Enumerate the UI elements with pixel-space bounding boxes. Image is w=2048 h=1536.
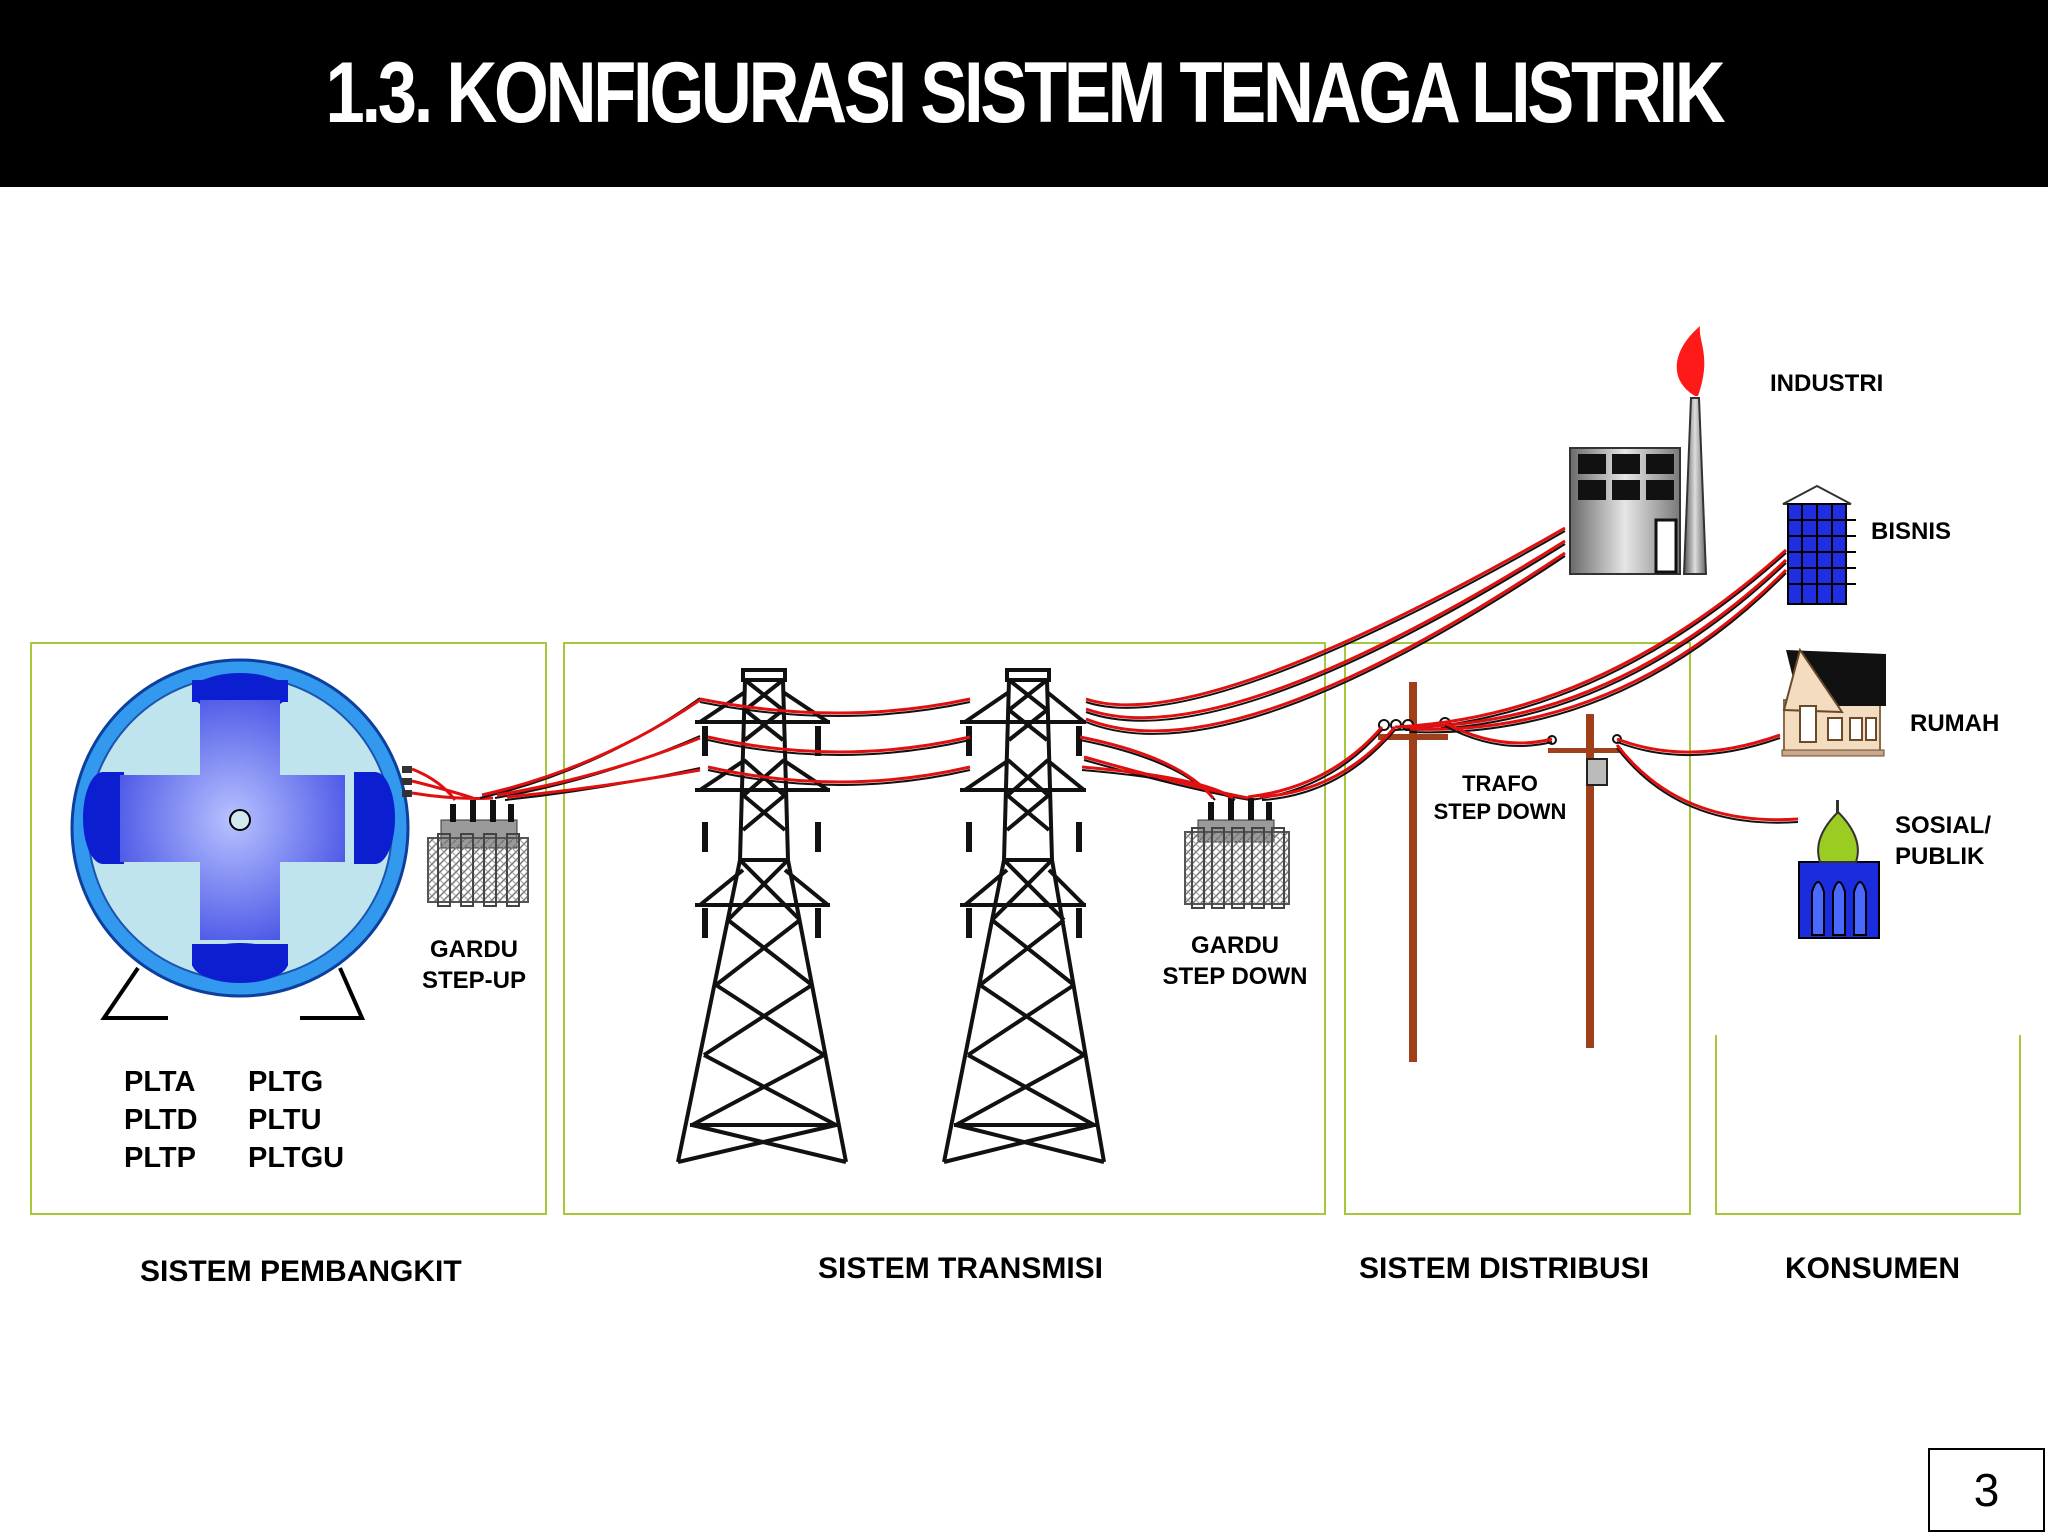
distribution-pole-1-icon — [1378, 682, 1451, 1062]
plant-plta: PLTA — [124, 1066, 196, 1098]
plant-pltgu: PLTGU — [248, 1142, 345, 1174]
step-down-transformer-icon — [1184, 798, 1290, 909]
factory-icon — [1569, 326, 1708, 575]
sosial-line2: PUBLIK — [1895, 843, 1985, 870]
section-label-pembangkit: SISTEM PEMBANGKIT — [140, 1255, 462, 1288]
pembangkit-frame — [30, 642, 547, 1215]
gardu-step-up-line2: STEP-UP — [421, 967, 526, 994]
office-building-icon — [1782, 484, 1856, 605]
gardu-step-down-label: GARDU STEP DOWN — [1150, 930, 1320, 992]
power-lines — [411, 526, 1799, 824]
plant-pltg: PLTG — [248, 1066, 324, 1098]
gardu-step-down-line2: STEP DOWN — [1162, 963, 1308, 990]
page-number: 3 — [1928, 1448, 2045, 1532]
plant-pltu: PLTU — [248, 1104, 322, 1136]
plant-list-col1: PLTA PLTD PLTP — [124, 1063, 198, 1177]
distribution-pole-2-icon — [1547, 714, 1622, 1048]
section-label-transmisi: SISTEM TRANSMISI — [818, 1252, 1104, 1285]
sosial-publik-label: SOSIAL/ PUBLIK — [1895, 810, 1991, 872]
house-icon — [1781, 647, 1886, 757]
sosial-line1: SOSIAL/ — [1895, 812, 1992, 839]
mosque-icon — [1798, 784, 1880, 939]
title-bar: 1.3. KONFIGURASI SISTEM TENAGA LISTRIK — [0, 0, 2048, 187]
transmission-tower-2-icon — [942, 668, 1106, 1164]
industri-label: INDUSTRI — [1770, 370, 1884, 397]
distribusi-frame — [1344, 642, 1691, 1215]
rumah-label: RUMAH — [1910, 710, 2000, 737]
gardu-step-up-line1: GARDU — [430, 936, 518, 963]
gardu-step-down-line1: GARDU — [1191, 932, 1279, 959]
section-label-konsumen: KONSUMEN — [1785, 1252, 1961, 1285]
trafo-step-down-label: TRAFO STEP DOWN — [1420, 770, 1580, 826]
gardu-step-up-label: GARDU STEP-UP — [404, 934, 544, 996]
section-label-distribusi: SISTEM DISTRIBUSI — [1359, 1252, 1650, 1285]
trafo-step-down-line2: STEP DOWN — [1433, 799, 1567, 824]
plant-list-col2: PLTG PLTU PLTGU — [248, 1063, 344, 1177]
plant-pltd: PLTD — [124, 1104, 198, 1136]
plant-pltp: PLTP — [124, 1142, 196, 1174]
trafo-step-down-line1: TRAFO — [1462, 771, 1538, 796]
page-title: 1.3. KONFIGURASI SISTEM TENAGA LISTRIK — [325, 45, 1726, 141]
step-up-transformer-icon — [427, 800, 529, 907]
generator-icon — [70, 658, 412, 1020]
konsumen-frame — [1715, 1035, 2021, 1215]
transmisi-frame — [563, 642, 1326, 1215]
bisnis-label: BISNIS — [1871, 518, 1952, 545]
